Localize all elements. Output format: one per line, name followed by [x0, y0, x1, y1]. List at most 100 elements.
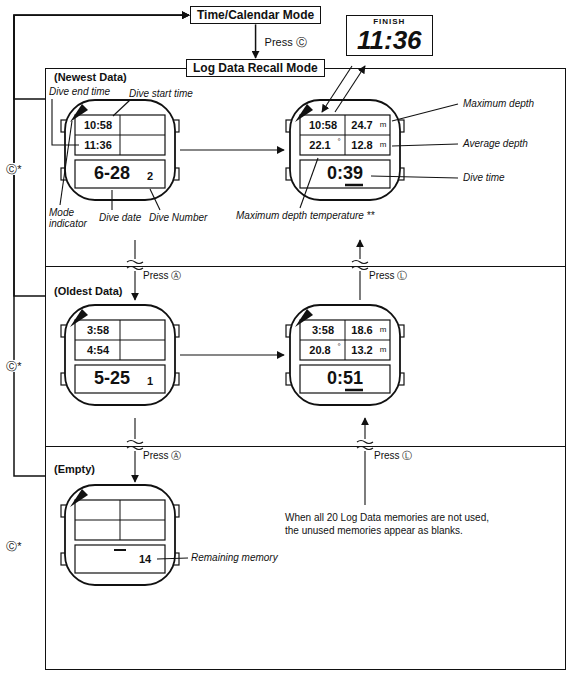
- node-text: 11:36: [357, 27, 422, 53]
- leader-line: [111, 190, 112, 210]
- watch-illustration: [61, 100, 179, 200]
- display-digits: 11:36: [84, 139, 112, 151]
- dive-time-underline: [345, 389, 363, 392]
- display-divider: [75, 320, 165, 360]
- annotation-label: Average depth: [462, 138, 529, 149]
- leader-line: [392, 144, 458, 146]
- watch-case: [65, 100, 175, 200]
- watch-illustration: [61, 305, 179, 405]
- node-text: (Newest Data): [54, 71, 127, 84]
- data-band: (Oldest Data): [46, 266, 565, 446]
- annotation-label: Remaining memory: [190, 552, 279, 563]
- annotation-label: Dive date: [98, 212, 142, 223]
- edge-label: Ⓒ*: [5, 360, 22, 372]
- node-text: Log Data Recall Mode: [186, 59, 325, 77]
- display-digits: 12.8: [351, 139, 372, 151]
- leader-line: [364, 418, 365, 505]
- display-digits: 20.8: [309, 344, 330, 356]
- upper-display: [75, 500, 165, 540]
- watch-illustration: [286, 100, 404, 200]
- annotation-label: Press Ⓛ: [368, 270, 408, 281]
- display-digits: °: [337, 138, 340, 147]
- lower-display: [75, 160, 165, 188]
- node-text: FINISH: [357, 18, 422, 27]
- display-digits: 0:51: [327, 369, 363, 389]
- lower-display: [75, 545, 165, 573]
- upper-display: [75, 115, 165, 155]
- dive-time-underline: [345, 184, 363, 187]
- leader-line: [322, 66, 352, 112]
- watch-case: [65, 485, 175, 585]
- watch-illustration: [286, 305, 404, 405]
- annotation-label: Maximum depth temperature **: [235, 210, 375, 221]
- watch-case: [65, 305, 175, 405]
- annotation-label: Dive start time: [128, 88, 194, 99]
- lower-display: [300, 365, 390, 393]
- display-digits: 3:58: [312, 324, 334, 336]
- upper-display: [300, 115, 390, 155]
- break-gap: [127, 439, 143, 451]
- annotation-label: Dive end time: [48, 86, 111, 97]
- leader-line: [392, 104, 458, 121]
- annotation-label: Press Ⓛ: [373, 450, 413, 461]
- mode-box: Time/Calendar Mode: [190, 6, 321, 24]
- blank-dash: [114, 549, 126, 551]
- display-digits: 3:58: [87, 324, 109, 336]
- break-wave: [127, 261, 143, 264]
- break-mark: [352, 259, 368, 271]
- annotation-label: Dive Number: [148, 212, 208, 223]
- leader-line: [335, 66, 365, 112]
- break-gap: [352, 259, 368, 271]
- mode-connector: [255, 24, 257, 58]
- node-text: (Oldest Data): [54, 285, 122, 298]
- annotation-label: Press Ⓐ: [142, 270, 182, 281]
- display-digits: 10:58: [309, 119, 337, 131]
- leader-line: [371, 176, 458, 178]
- display-divider: [300, 115, 390, 155]
- display-divider: [75, 500, 165, 540]
- watch-illustration: [61, 485, 179, 585]
- leader-line: [60, 121, 72, 205]
- display-digits: 24.7: [351, 119, 372, 131]
- data-band: (Empty): [46, 446, 565, 671]
- mode-indicator-mark: [295, 309, 313, 327]
- break-gap: [357, 439, 373, 451]
- display-digits: °: [337, 343, 340, 352]
- leader-line: [300, 158, 318, 208]
- display-digits: 1: [147, 375, 153, 387]
- leader-line: [180, 354, 284, 355]
- edge-label: Ⓒ*: [5, 163, 22, 175]
- leader-line: [150, 189, 160, 210]
- break-mark: [357, 439, 373, 451]
- display-digits: 6-28: [94, 164, 130, 184]
- display-inset: FINISH11:36: [346, 15, 433, 56]
- annotation-label: Press Ⓐ: [142, 450, 182, 461]
- display-digits: m: [380, 346, 387, 355]
- edge-label: Press Ⓒ: [264, 36, 308, 48]
- display-digits: 2: [147, 170, 153, 182]
- mode-indicator-mark: [70, 309, 88, 327]
- leader-line: [52, 99, 79, 145]
- annotation-label: Mode indicator: [48, 207, 102, 229]
- display-digits: 14: [139, 553, 151, 565]
- display-digits: 4:54: [87, 344, 109, 356]
- break-mark: [127, 259, 143, 271]
- mode-connector: [14, 15, 189, 296]
- display-digits: 10:58: [84, 119, 112, 131]
- mode-connector: [14, 15, 189, 476]
- break-wave: [352, 261, 368, 264]
- break-wave: [357, 441, 373, 444]
- upper-display: [300, 320, 390, 360]
- display-digits: 5-25: [94, 369, 130, 389]
- display-digits: 18.6: [351, 324, 372, 336]
- lower-display: [75, 365, 165, 393]
- display-digits: m: [380, 141, 387, 150]
- break-mark: [127, 439, 143, 451]
- annotation-label: Dive time: [462, 172, 506, 183]
- display-digits: m: [380, 326, 387, 335]
- leader-line: [113, 100, 130, 116]
- note-text: When all 20 Log Data memories are not us…: [285, 512, 505, 537]
- leader-line: [157, 558, 188, 559]
- mode-connector: [14, 15, 189, 99]
- annotation-label: Maximum depth: [462, 98, 535, 109]
